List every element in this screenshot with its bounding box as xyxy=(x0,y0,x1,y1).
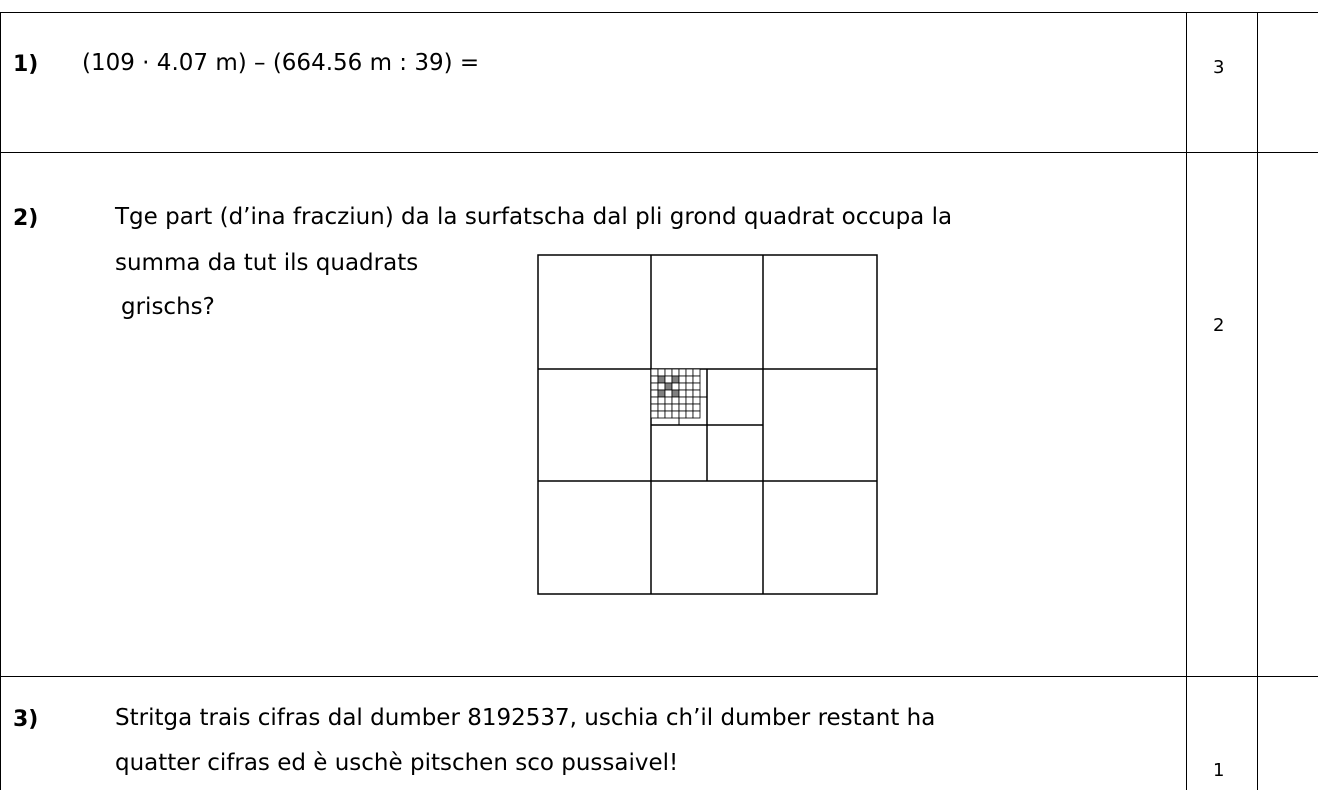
gray-square xyxy=(657,389,666,398)
tiny-square xyxy=(650,396,659,405)
tiny-square xyxy=(685,403,694,412)
table-top-border xyxy=(0,12,1318,13)
tiny-square xyxy=(692,375,701,384)
tiny-square xyxy=(692,410,701,419)
row-divider-2 xyxy=(0,676,1318,677)
tiny-square xyxy=(650,410,659,419)
tiny-square xyxy=(664,389,673,398)
score-column-border xyxy=(1257,12,1258,790)
task-2-line-1: Tge part (d’ina fracziun) da la surfatsc… xyxy=(115,204,953,230)
tiny-square xyxy=(678,375,687,384)
gray-square xyxy=(664,382,673,391)
tiny-square xyxy=(657,403,666,412)
tiny-square xyxy=(650,375,659,384)
tiny-square xyxy=(664,410,673,419)
tiny-square xyxy=(664,403,673,412)
task-2-line-2: summa da tut ils quadrats xyxy=(115,250,419,276)
tiny-square xyxy=(685,382,694,391)
task-3-points: 1 xyxy=(1213,760,1225,781)
tiny-square xyxy=(671,396,680,405)
tiny-square xyxy=(650,382,659,391)
task-1-number: 1) xyxy=(13,52,39,77)
tiny-square xyxy=(685,389,694,398)
tiny-square xyxy=(650,403,659,412)
task-2-line-3: grischs? xyxy=(121,294,215,320)
tiny-square xyxy=(671,368,680,377)
outer-square xyxy=(537,254,878,595)
task-2-points: 2 xyxy=(1213,315,1225,336)
tiny-square xyxy=(664,396,673,405)
gray-square xyxy=(671,375,680,384)
tiny-square xyxy=(650,389,659,398)
task-3-number: 3) xyxy=(13,707,39,732)
task-3-line-2: quatter cifras ed è uschè pitschen sco p… xyxy=(115,750,679,776)
tiny-square xyxy=(678,396,687,405)
tiny-square xyxy=(678,389,687,398)
points-column-border xyxy=(1186,12,1187,790)
tiny-squares-grid xyxy=(650,368,701,419)
task-1-expression: (109 · 4.07 m) – (664.56 m : 39) = xyxy=(82,50,480,76)
tiny-square xyxy=(671,410,680,419)
task-2-number: 2) xyxy=(13,206,39,231)
tiny-square xyxy=(657,382,666,391)
table-left-border xyxy=(0,12,1,790)
tiny-square xyxy=(671,403,680,412)
tiny-square xyxy=(657,368,666,377)
tiny-square xyxy=(685,396,694,405)
tiny-square xyxy=(692,389,701,398)
tiny-square xyxy=(692,368,701,377)
tiny-square xyxy=(685,410,694,419)
tiny-square xyxy=(678,368,687,377)
tiny-square xyxy=(664,368,673,377)
tiny-square xyxy=(650,368,659,377)
tiny-square xyxy=(657,396,666,405)
task-1-points: 3 xyxy=(1213,57,1225,78)
tiny-square xyxy=(678,403,687,412)
tiny-square xyxy=(678,382,687,391)
tiny-square xyxy=(692,396,701,405)
tiny-square xyxy=(671,382,680,391)
tiny-square xyxy=(692,382,701,391)
tiny-square xyxy=(685,368,694,377)
tiny-square xyxy=(692,403,701,412)
task-3-line-1: Stritga trais cifras dal dumber 8192537,… xyxy=(115,705,936,731)
nested-squares-figure xyxy=(537,254,878,595)
tiny-square xyxy=(685,375,694,384)
row-divider-1 xyxy=(0,152,1318,153)
tiny-square xyxy=(664,375,673,384)
tiny-square xyxy=(678,410,687,419)
gray-square xyxy=(671,389,680,398)
gray-square xyxy=(657,375,666,384)
tiny-square xyxy=(657,410,666,419)
